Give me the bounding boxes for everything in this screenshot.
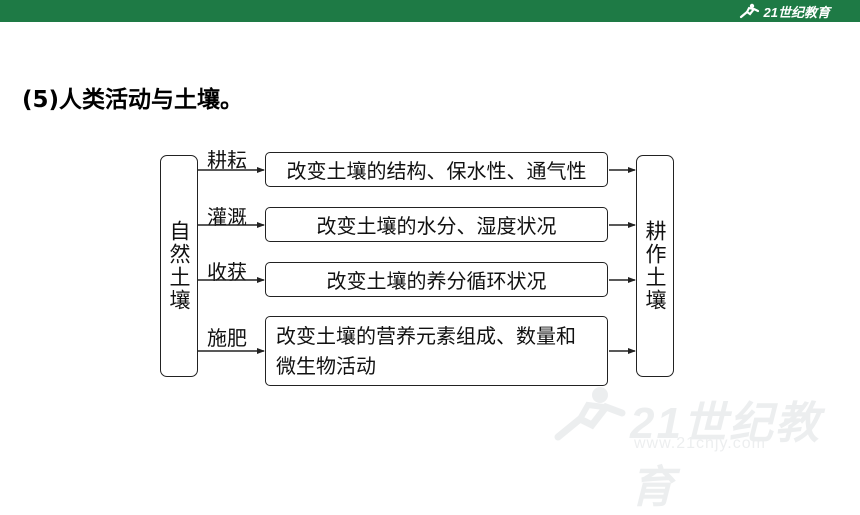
- effect-text-plowing: 改变土壤的结构、保水性、通气性: [286, 159, 587, 183]
- watermark-runner-icon: [554, 387, 626, 441]
- effect-box-harvest: 改变土壤的养分循环状况: [265, 262, 608, 297]
- watermark: 21世纪教育 www.21cnjy.com: [550, 385, 840, 512]
- runner-logo-icon: [739, 3, 759, 19]
- row-label-fertilizing: 施肥: [207, 326, 247, 350]
- effect-box-plowing: 改变土壤的结构、保水性、通气性: [265, 152, 608, 187]
- effect-text-irrigation: 改变土壤的水分、湿度状况: [316, 214, 557, 238]
- effect-box-fertilizing: 改变土壤的营养元素组成、数量和 微生物活动: [265, 316, 608, 386]
- logo-text: 21世纪教育: [763, 4, 830, 20]
- effect-text-fertilizing-line2: 微生物活动: [276, 354, 376, 378]
- cultivated-soil-label: 耕作土壤: [643, 220, 667, 312]
- effect-box-irrigation: 改变土壤的水分、湿度状况: [265, 207, 608, 242]
- header-bar: 21世纪教育: [0, 0, 860, 22]
- cultivated-soil-box: 耕作土壤: [636, 155, 674, 377]
- effect-text-harvest: 改变土壤的养分循环状况: [326, 269, 547, 293]
- brand-logo: 21世纪教育: [738, 2, 830, 20]
- natural-soil-box: 自然土壤: [160, 155, 198, 377]
- row-label-plowing: 耕耘: [207, 148, 247, 172]
- watermark-url: www.21cnjy.com: [634, 435, 766, 452]
- effect-text-fertilizing-line1: 改变土壤的营养元素组成、数量和: [276, 324, 576, 348]
- natural-soil-label: 自然土壤: [167, 220, 191, 312]
- connector-arrows: [197, 167, 636, 354]
- section-title: (5)人类活动与土壤。: [22, 87, 244, 113]
